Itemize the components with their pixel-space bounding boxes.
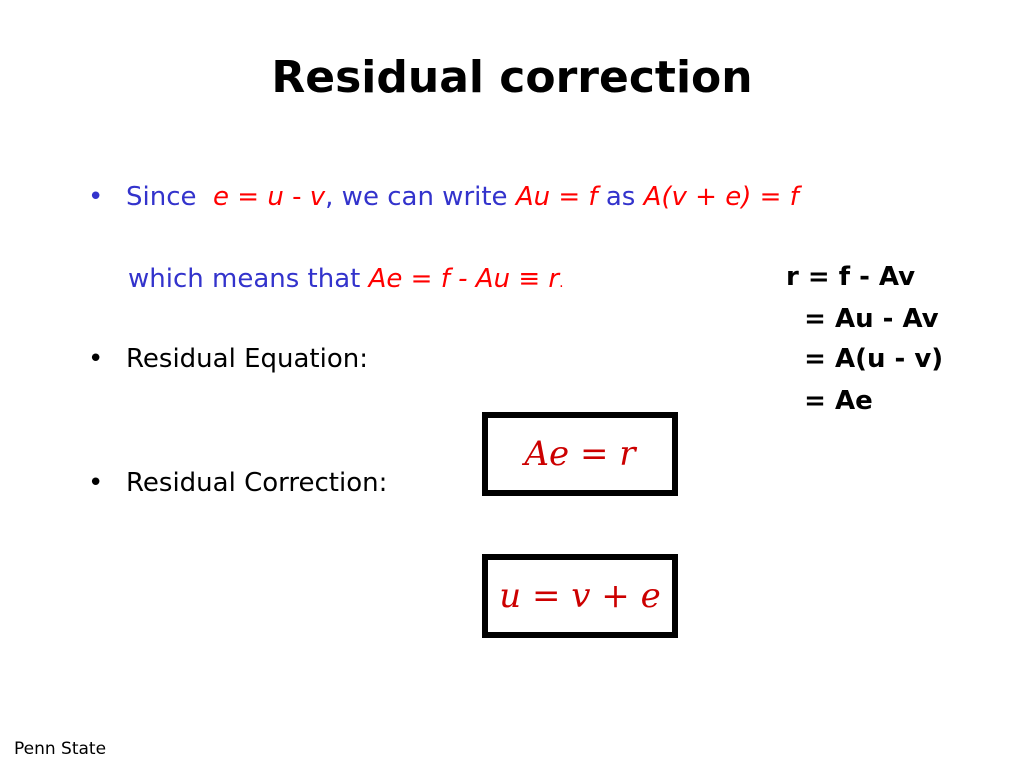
math-Ave: A(v + e) = f [643, 182, 799, 212]
residual-equation-label: Residual Equation: [126, 344, 368, 374]
residual-correction-equation: u = v + e [499, 576, 661, 616]
slide-title: Residual correction [271, 52, 753, 103]
residual-equation-box: Ae = r [482, 412, 678, 496]
bullet-marker: • [88, 182, 104, 212]
derivation-line-4: = Ae [786, 386, 873, 416]
equiv-symbol: ≡ [518, 264, 541, 294]
math-dot: . [559, 275, 564, 291]
which-means-text: which means that [128, 264, 361, 294]
we-can-write-text: , we can write [325, 182, 508, 212]
since-text: Since [126, 182, 197, 212]
math-v: v [309, 182, 326, 212]
math-f: f [588, 182, 598, 212]
which-means-line: which means that Ae = f - Au ≡ r. [128, 264, 564, 294]
bullet-marker: • [88, 468, 104, 498]
as-text: as [605, 182, 636, 212]
math-eq: = [237, 182, 260, 212]
bullet-marker: • [88, 344, 104, 374]
math-e: e [213, 182, 230, 212]
math-expr: Ae = f - Au [368, 264, 511, 294]
residual-correction-label: Residual Correction: [126, 468, 388, 498]
math-r: r [548, 264, 560, 294]
math-u: u [267, 182, 284, 212]
derivation-line-1: r = f - Av [786, 262, 916, 292]
math-Au: Au [515, 182, 551, 212]
math-minus: - [292, 182, 302, 212]
footer-institution: Penn State [14, 739, 107, 759]
bullet-since-line: Since e = u - v, we can write Au = f as … [126, 182, 799, 212]
residual-equation: Ae = r [524, 434, 636, 474]
derivation-line-2: = Au - Av [786, 304, 939, 334]
math-eq: = [558, 182, 581, 212]
derivation-line-3: = A(u - v) [786, 344, 944, 374]
residual-correction-box: u = v + e [482, 554, 678, 638]
